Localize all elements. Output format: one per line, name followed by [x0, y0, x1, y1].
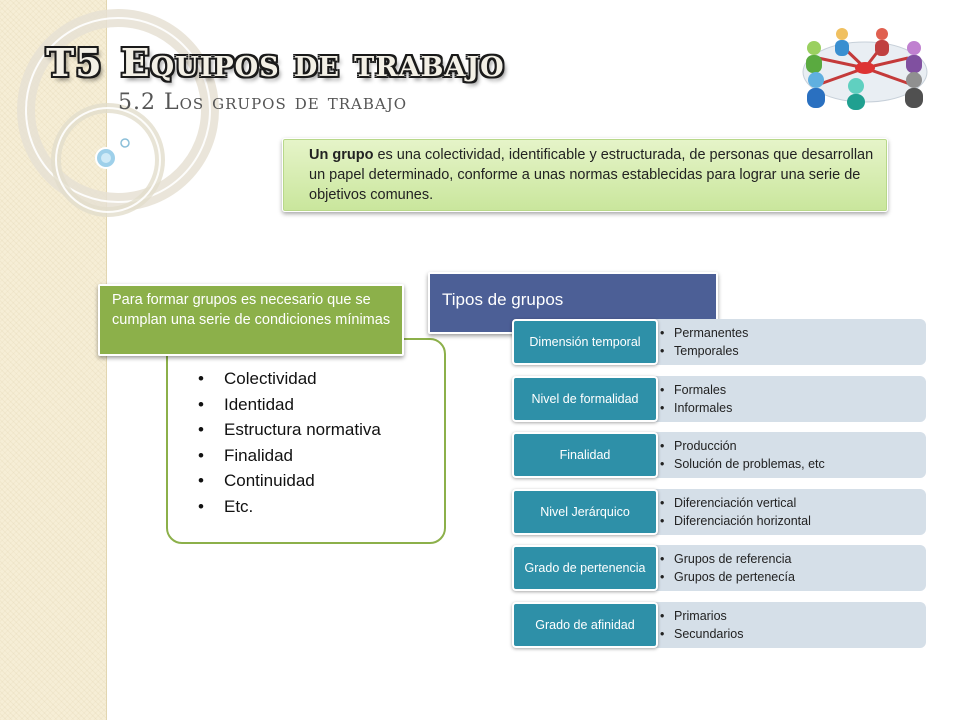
tipo-items-panel: ProducciónSolución de problemas, etc: [648, 432, 926, 478]
list-item: Continuidad: [192, 468, 381, 494]
list-item: Formales: [660, 381, 732, 399]
definition-text: Un grupo es una colectividad, identifica…: [309, 145, 879, 205]
list-item: Grupos de pertenecía: [660, 568, 795, 586]
tipo-label: Finalidad: [512, 432, 658, 478]
list-item: Grupos de referencia: [660, 550, 795, 568]
tipo-label: Nivel Jerárquico: [512, 489, 658, 535]
list-item: Primarios: [660, 607, 744, 625]
list-item: Colectividad: [192, 366, 381, 392]
list-item: Secundarios: [660, 625, 744, 643]
list-item: Producción: [660, 437, 825, 455]
title-text: Equipos de trabajo: [120, 40, 505, 85]
tipo-label: Grado de pertenencia: [512, 545, 658, 591]
tipo-items-panel: Diferenciación verticalDiferenciación ho…: [648, 489, 926, 535]
definition-bold: Un grupo: [309, 147, 374, 163]
title-prefix: T5: [46, 40, 103, 85]
tipo-items-panel: PrimariosSecundarios: [648, 602, 926, 648]
definition-body: es una colectividad, identificable y est…: [309, 147, 874, 203]
list-item: Estructura normativa: [192, 417, 381, 443]
list-item: Diferenciación vertical: [660, 494, 811, 512]
tipos-header-text: Tipos de grupos: [442, 290, 564, 309]
list-item: Etc.: [192, 494, 381, 520]
decorative-left-strip: [0, 0, 107, 720]
list-item: Temporales: [660, 342, 748, 360]
tipo-label: Nivel de formalidad: [512, 376, 658, 422]
list-item: Diferenciación horizontal: [660, 512, 811, 530]
tipo-items-panel: FormalesInformales: [648, 376, 926, 422]
definition-box: Un grupo es una colectividad, identifica…: [282, 138, 888, 212]
list-item: Informales: [660, 399, 732, 417]
tipo-items-panel: PermanentesTemporales: [648, 319, 926, 365]
conditions-header: Para formar grupos es necesario que se c…: [98, 284, 404, 356]
tipo-label: Dimensión temporal: [512, 319, 658, 365]
list-item: Finalidad: [192, 443, 381, 469]
list-item: Solución de problemas, etc: [660, 455, 825, 473]
list-item: Identidad: [192, 392, 381, 418]
conditions-panel: Colectividad Identidad Estructura normat…: [166, 338, 446, 544]
tipo-label: Grado de afinidad: [512, 602, 658, 648]
list-item: Permanentes: [660, 324, 748, 342]
conditions-header-text: Para formar grupos es necesario que se c…: [112, 292, 391, 328]
page-subtitle: 5.2 Los grupos de trabajo: [118, 90, 407, 115]
people-network-icon: [802, 28, 928, 110]
page-title: T5 Equipos de trabajo: [46, 40, 505, 85]
tipo-items-panel: Grupos de referenciaGrupos de pertenecía: [648, 545, 926, 591]
conditions-list: Colectividad Identidad Estructura normat…: [192, 366, 381, 519]
